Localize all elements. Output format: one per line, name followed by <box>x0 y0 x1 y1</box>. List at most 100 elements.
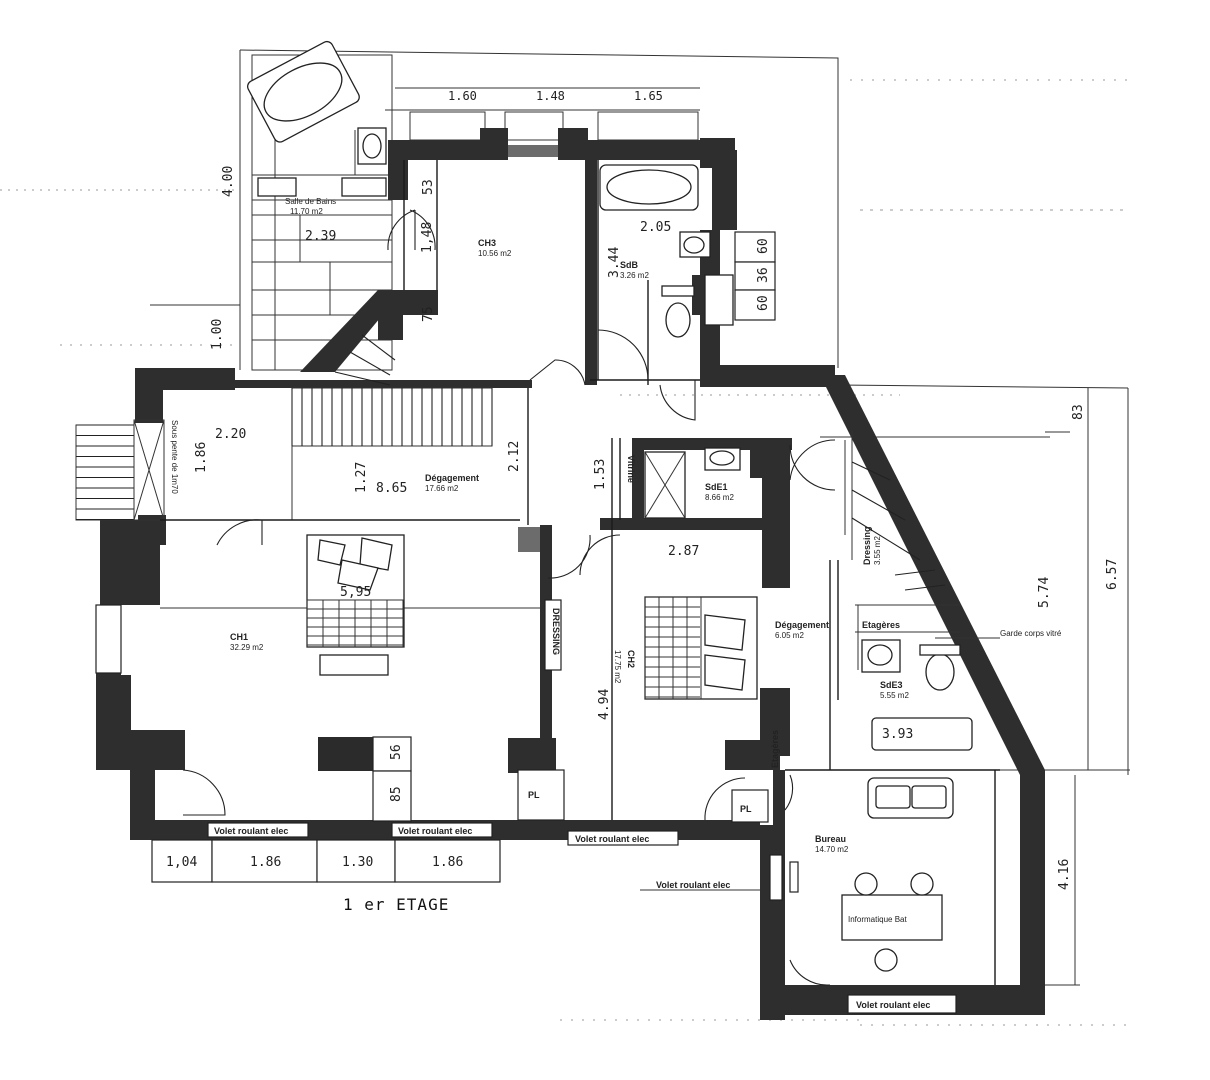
dim-5-74: 5.74 <box>1037 577 1052 608</box>
label-etageres-2: Etagères <box>770 730 780 768</box>
dim-1-65: 1.65 <box>634 89 663 103</box>
dim-56: 56 <box>389 744 404 760</box>
sink-icon <box>704 447 741 471</box>
dim-1-53: 1.53 <box>593 459 608 490</box>
bed-icon <box>644 596 758 700</box>
dim-36: 36 <box>756 267 771 283</box>
label-vitrine: Vitrine <box>626 455 636 483</box>
sink-icon <box>679 231 711 258</box>
dim-4-00: 4.00 <box>221 166 236 197</box>
volet-3: Volet roulant elec <box>575 834 649 844</box>
dim-60a: 60 <box>756 238 771 254</box>
room-labels: CH3 10.56 m2 SdB 3.26 m2 CH1 32.29 m2 CH… <box>230 238 909 854</box>
dim-8-65: 8.65 <box>376 481 407 496</box>
staircase <box>291 334 493 520</box>
dim-60b: 60 <box>756 295 771 311</box>
dim-5-95: 5,95 <box>340 585 371 600</box>
room-area-ch2: 17.75 m2 <box>613 650 622 684</box>
volet-4: Volet roulant elec <box>656 880 730 890</box>
desk-label: Informatique Bat <box>848 915 907 924</box>
dimensions: 53 1,48 75 3.44 2.05 60 36 60 83 2.20 1.… <box>194 179 1120 890</box>
bottom-dim-1-86b: 1.86 <box>432 855 463 870</box>
room-name-sde1: SdE1 <box>705 482 728 492</box>
dresser <box>318 737 373 771</box>
toilet-icon <box>661 285 695 338</box>
bottom-dim-1-30: 1.30 <box>342 855 373 870</box>
sink-icon <box>357 127 387 165</box>
desk <box>841 894 943 941</box>
label-etageres: Etagères <box>862 620 900 630</box>
volet-5: Volet roulant elec <box>856 1000 930 1010</box>
room-area-dressing: 3.55 m2 <box>873 536 882 565</box>
dim-1-27: 1.27 <box>354 462 369 493</box>
dim-1-86v: 1.86 <box>194 442 209 473</box>
interior-lines <box>160 160 1000 985</box>
dim-83: 83 <box>1071 404 1086 420</box>
dim-1-48b: 1,48 <box>420 222 435 253</box>
dim-2-12: 2.12 <box>507 441 522 472</box>
room-area-ch1: 32.29 m2 <box>230 643 264 652</box>
misc-labels: Vitrine Etagères Etagères DRESSING Sous … <box>170 420 1062 768</box>
bathtub-icon <box>599 164 699 211</box>
dim-1-60: 1.60 <box>448 89 477 103</box>
room-name-sdb: SdB <box>620 260 639 270</box>
room-area-bureau: 14.70 m2 <box>815 845 849 854</box>
chair-icon <box>854 872 878 896</box>
dressing-cabinet <box>544 599 562 671</box>
bottom-dim-1-86a: 1.86 <box>250 855 281 870</box>
dim-75: 75 <box>421 306 436 322</box>
scan-artifacts <box>0 79 1130 1026</box>
chair-icon <box>874 948 898 972</box>
label-sous-pente: Sous pente de 1m70 <box>170 420 179 494</box>
room-name-degagement-1: Dégagement <box>425 473 479 483</box>
furniture: Informatique Bat <box>306 164 973 972</box>
sofa-icon <box>867 777 954 819</box>
label-dressing-tag: DRESSING <box>551 608 561 655</box>
chair-icon <box>910 872 934 896</box>
room-area-ch3: 10.56 m2 <box>478 249 512 258</box>
dim-4-16: 4.16 <box>1057 859 1072 890</box>
room-area-degagement-2: 6.05 m2 <box>775 631 804 640</box>
bottom-dim-1-04: 1,04 <box>166 855 197 870</box>
dim-2-05: 2.05 <box>640 220 671 235</box>
room-name-degagement-2: Dégagement <box>775 620 829 630</box>
shower-tray <box>871 717 973 751</box>
room-area-salle-de-bains: 11.70 m2 <box>290 207 323 216</box>
dim-3-44: 3.44 <box>607 247 622 278</box>
dim-2-87: 2.87 <box>668 544 699 559</box>
volet-1: Volet roulant elec <box>214 826 288 836</box>
toilet-icon <box>919 644 961 691</box>
room-name-ch2: CH2 <box>626 650 636 668</box>
room-name-ch1: CH1 <box>230 632 248 642</box>
vanity-left <box>257 177 297 197</box>
dim-53: 53 <box>421 179 436 195</box>
dim-2-39: 2.39 <box>305 229 336 244</box>
dim-85: 85 <box>389 786 404 802</box>
dim-1-48: 1.48 <box>536 89 565 103</box>
dim-3-93: 3.93 <box>882 727 913 742</box>
room-area-sde1: 8.66 m2 <box>705 493 734 502</box>
room-name-dressing: Dressing <box>862 526 872 565</box>
volet-2: Volet roulant elec <box>398 826 472 836</box>
room-area-sde3: 5.55 m2 <box>880 691 909 700</box>
sink-icon <box>861 639 901 673</box>
room-area-degagement-1: 17.66 m2 <box>425 484 459 493</box>
placards: PL PL <box>517 769 769 823</box>
windows <box>95 604 799 901</box>
bed-icon <box>306 534 405 676</box>
dim-6-57: 6.57 <box>1105 559 1120 590</box>
room-area-sdb: 3.26 m2 <box>620 271 649 280</box>
placard-1: PL <box>528 790 540 800</box>
placard-2: PL <box>740 804 752 814</box>
dim-1-00: 1.00 <box>210 319 225 350</box>
stairs-right <box>844 430 960 670</box>
vanity-right <box>341 177 387 197</box>
top-dimensions: 1.60 1.48 1.65 4.00 1.00 <box>210 87 700 350</box>
entry-stairs <box>75 419 165 521</box>
dim-2-20: 2.20 <box>215 427 246 442</box>
plan-title: 1 er ETAGE <box>343 895 449 914</box>
dim-4-94: 4.94 <box>597 689 612 720</box>
bottom-dimension-strip: 1,04 1.86 1.30 1.86 <box>151 839 501 883</box>
bathtub-icon <box>247 40 360 143</box>
